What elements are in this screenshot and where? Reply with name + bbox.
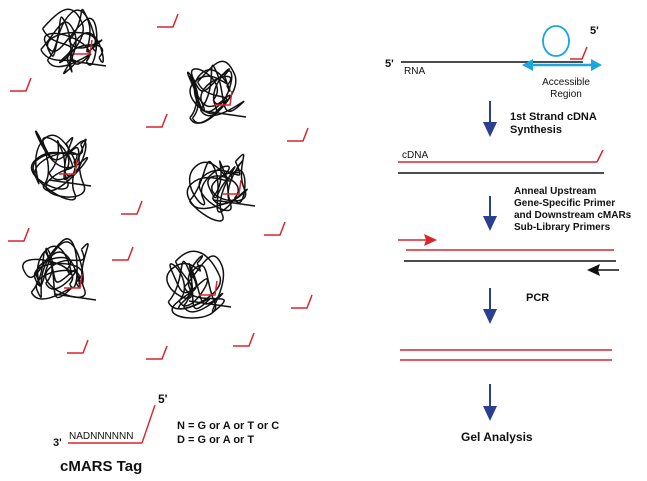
step2-line2: Gene-Specific Primer: [514, 198, 615, 209]
rna-label: RNA: [404, 66, 425, 77]
free-cmars-tags: [8, 13, 313, 360]
rna-top-five-prime-label: 5': [590, 25, 599, 37]
free-tag: [10, 77, 32, 92]
cdna-row: cDNA: [398, 149, 604, 174]
free-tag: [121, 200, 143, 215]
rna-tangle: [40, 8, 107, 75]
free-tag: [287, 127, 309, 142]
bound-tag: [64, 273, 83, 289]
free-tag: [8, 227, 30, 242]
free-tag: [146, 345, 168, 360]
legend-d: D = G or A or T: [177, 434, 254, 446]
primer-annealing-row: [398, 234, 619, 276]
rna-loop: [542, 25, 570, 57]
free-tag: [233, 332, 255, 347]
step2-line1: Anneal Upstream: [514, 186, 596, 197]
step-arrow-2: [483, 196, 497, 231]
cdna-red-tag-arm: [596, 149, 604, 163]
step3-label: PCR: [526, 292, 549, 304]
tag-title: cMARS Tag: [60, 458, 142, 475]
step2-line3: and Downstream cMARs: [514, 210, 632, 221]
step-arrow-1: [483, 101, 497, 137]
bound-tag: [199, 280, 218, 296]
free-tag: [157, 13, 179, 28]
tag-three-prime-label: 3': [53, 437, 62, 449]
step4-label: Gel Analysis: [461, 430, 533, 444]
accessible-left-arrowhead: [522, 59, 533, 71]
tag-arm: [141, 404, 156, 444]
step2-line4: Sub-Library Primers: [514, 222, 611, 233]
free-tag: [264, 221, 286, 236]
rna-red-tag: [570, 46, 588, 60]
cmars-tag-schematic: 5' 3' NADNNNNNN N = G or A or T or C D =…: [53, 392, 279, 475]
rna-tag-complexes: [22, 8, 256, 319]
rna-row: 5' 5' RNA Accessible Region: [385, 25, 602, 100]
step1-line2: Synthesis: [510, 124, 562, 136]
forward-primer-arrowhead: [424, 234, 437, 246]
tag-sequence: NADNNNNNN: [69, 431, 133, 442]
free-tag: [112, 246, 134, 261]
accessible-region-label-line1: Accessible: [542, 77, 590, 88]
accessible-region-label-line2: Region: [550, 89, 582, 100]
rna-tangle: [166, 250, 232, 319]
rna-tangle: [187, 60, 247, 124]
bound-tag: [74, 39, 93, 55]
step-arrow-3: [483, 288, 497, 324]
bound-tag: [214, 90, 233, 106]
legend-n: N = G or A or T or C: [177, 420, 279, 432]
step-arrow-4: [483, 384, 497, 421]
cdna-label: cDNA: [402, 150, 428, 161]
reverse-primer-arrowhead: [587, 264, 600, 276]
rna-tangle: [186, 153, 256, 222]
bound-tag: [223, 179, 242, 195]
accessible-right-arrowhead: [591, 59, 602, 71]
tag-five-prime-label: 5': [158, 392, 168, 406]
bound-tag: [59, 159, 78, 175]
free-tag: [291, 294, 313, 309]
step1-line1: 1st Strand cDNA: [510, 111, 597, 123]
free-tag: [67, 339, 89, 354]
rna-five-prime-label: 5': [385, 58, 394, 70]
rna-tangle: [31, 130, 92, 201]
rna-tangle: [22, 238, 97, 301]
pcr-products: [400, 349, 612, 361]
free-tag: [146, 113, 168, 128]
